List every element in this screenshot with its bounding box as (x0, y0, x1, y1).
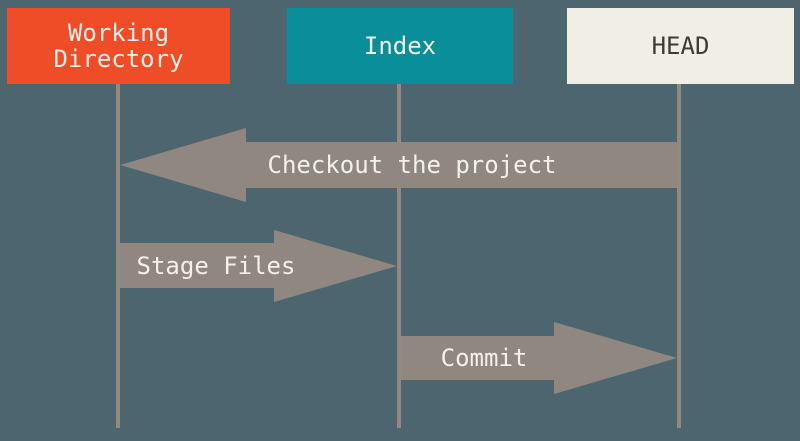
index-timeline (397, 84, 401, 428)
checkout-arrow-head-icon (120, 128, 246, 202)
head-label: HEAD (651, 32, 710, 60)
stage-files-arrow-head-icon (274, 230, 397, 302)
head-box: HEAD (567, 8, 794, 84)
working-directory-box: Working Directory (7, 8, 230, 84)
checkout-arrow-body (246, 142, 677, 188)
stage-files-arrow-body (120, 243, 274, 288)
commit-arrow-label: Commit (440, 344, 528, 372)
working-directory-label: Working Directory (53, 19, 184, 73)
working-directory-timeline (116, 84, 120, 428)
head-timeline (677, 84, 681, 428)
checkout-arrow-label: Checkout the project (267, 151, 557, 179)
stage-files-arrow-label: Stage Files (136, 251, 296, 280)
index-box: Index (287, 8, 513, 84)
commit-arrow-head-icon (554, 322, 677, 394)
index-label: Index (363, 32, 437, 60)
commit-arrow-body (401, 336, 554, 380)
